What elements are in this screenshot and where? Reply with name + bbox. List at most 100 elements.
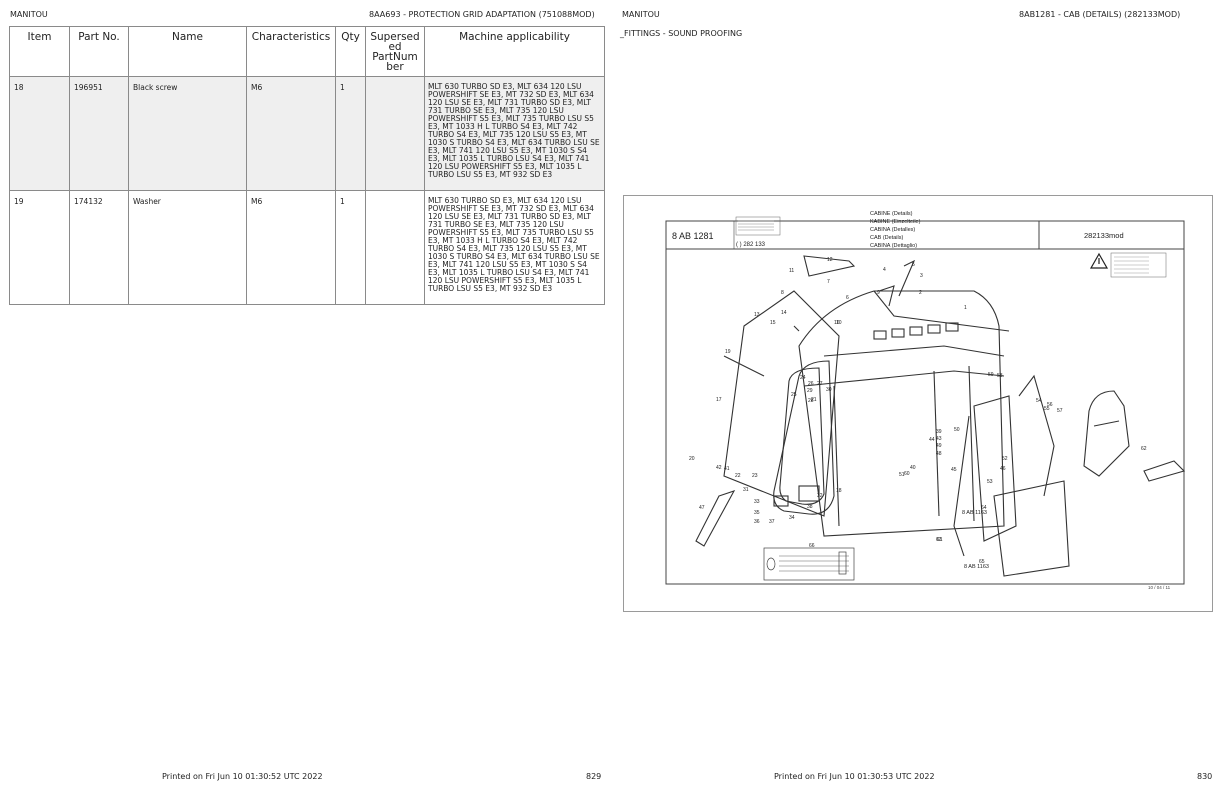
- callout: 11: [789, 268, 794, 274]
- callout: 48: [936, 451, 942, 457]
- callout: 65: [979, 559, 985, 565]
- callout: 21: [811, 397, 817, 403]
- diagram-ref: ( ) 282 133: [736, 242, 766, 248]
- callout: 3: [920, 273, 923, 279]
- right-brand: MANITOU: [622, 10, 660, 19]
- callout: 63: [936, 537, 942, 543]
- left-printed-date: Printed on Fri Jun 10 01:30:52 UTC 2022: [162, 772, 323, 781]
- callout: 49: [936, 443, 942, 449]
- callout: 34: [789, 515, 795, 521]
- callout: 7: [827, 279, 830, 285]
- cell-item: 18: [9, 76, 70, 191]
- callout: 41: [724, 466, 730, 472]
- callout: 60: [904, 471, 910, 477]
- callout: 44: [929, 437, 935, 443]
- callout-numbers: 1 2 3 4 5 6 7 8 9 10 11 12 13 14 15 16 1…: [689, 257, 1147, 565]
- callout: 51: [899, 472, 905, 478]
- cell-item: 19: [9, 190, 70, 305]
- diagram-title-1: KABINE (Einzelteile): [870, 219, 921, 225]
- left-page-number: 829: [586, 772, 602, 781]
- col-header-superseded: Supersed ed PartNum ber: [365, 26, 425, 77]
- diagram-code: 8 AB 1281: [672, 231, 714, 241]
- cell-part-no: 174132: [69, 190, 129, 305]
- callout: 8: [781, 290, 784, 296]
- cell-qty: 1: [335, 76, 366, 191]
- callout: 38: [807, 504, 813, 510]
- callout: 37: [769, 519, 775, 525]
- callout: 66: [809, 543, 815, 549]
- callout: 17: [716, 397, 722, 403]
- callout: 29: [807, 388, 813, 394]
- callout: 23: [752, 473, 758, 479]
- diagram-title-3: CAB (Details): [870, 235, 903, 241]
- diagram-languages-box: [735, 216, 781, 236]
- callout: 47: [699, 505, 705, 511]
- callout: 1: [964, 305, 967, 311]
- callout: 9: [877, 290, 880, 296]
- col-header-item: Item: [9, 26, 70, 77]
- callout: 61: [937, 537, 943, 543]
- cross-reference-2: 8 AB 1163: [964, 564, 989, 570]
- callout: 39: [936, 429, 942, 435]
- callout: 43: [936, 436, 942, 442]
- cell-applicability: MLT 630 TURBO SD E3, MLT 634 120 LSU POW…: [424, 76, 605, 191]
- cell-superseded: [365, 190, 425, 305]
- callout: 10: [836, 320, 842, 326]
- right-section-title: 8AB1281 - CAB (DETAILS) (282133MOD): [1019, 10, 1181, 19]
- cross-reference-1: 8 AB 1163: [962, 510, 987, 516]
- callout: 57: [1057, 408, 1063, 414]
- right-printed-date: Printed on Fri Jun 10 01:30:53 UTC 2022: [774, 772, 935, 781]
- right-subtitle: _FITTINGS - SOUND PROOFING: [620, 29, 743, 38]
- diagram-date: 10 / 04 / 11: [1148, 585, 1171, 590]
- col-header-characteristics: Characteristics: [246, 26, 336, 77]
- callout: 31: [743, 487, 749, 493]
- callout: 40: [910, 465, 916, 471]
- diagram-title-4: CABINA (Dettaglio): [870, 243, 917, 249]
- left-brand: MANITOU: [10, 10, 48, 19]
- col-header-name: Name: [128, 26, 247, 77]
- callout: 18: [836, 488, 842, 494]
- right-page-number: 830: [1197, 772, 1213, 781]
- callout: 15: [770, 320, 776, 326]
- callout: 19: [725, 349, 731, 355]
- col-header-applicability: Machine applicability: [424, 26, 605, 77]
- parts-table: Item Part No. Name Characteristics Qty S…: [9, 26, 605, 305]
- callout: 45: [951, 467, 957, 473]
- callout: 5: [912, 262, 915, 268]
- cleaning-notice: [763, 547, 855, 581]
- cell-superseded: [365, 76, 425, 191]
- callout: 27: [817, 381, 823, 387]
- callout: 25: [791, 392, 797, 398]
- callout: 54: [1036, 398, 1042, 404]
- table-row: 18 196951 Black screw M6 1 MLT 630 TURBO…: [9, 76, 605, 191]
- callout: 2: [919, 290, 922, 296]
- callout: 32: [817, 493, 823, 499]
- callout: 28: [808, 398, 814, 404]
- cell-qty: 1: [335, 190, 366, 305]
- callout: 14: [781, 310, 787, 316]
- cell-characteristics: M6: [246, 76, 336, 191]
- table-row: 19 174132 Washer M6 1 MLT 630 TURBO SD E…: [9, 190, 605, 305]
- warning-icon: [1089, 252, 1167, 278]
- diagram-title-block: [665, 220, 1185, 585]
- callout: 42: [716, 465, 722, 471]
- callout: 16: [834, 320, 840, 326]
- col-header-part-no: Part No.: [69, 26, 129, 77]
- cell-applicability: MLT 630 TURBO SD E3, MLT 634 120 LSU POW…: [424, 190, 605, 305]
- callout: 35: [754, 510, 760, 516]
- cell-characteristics: M6: [246, 190, 336, 305]
- col-header-qty: Qty: [335, 26, 366, 77]
- cell-name: Washer: [128, 190, 247, 305]
- callout: 33: [754, 499, 760, 505]
- callout: 22: [735, 473, 741, 479]
- callout: 53: [987, 479, 993, 485]
- cell-part-no: 196951: [69, 76, 129, 191]
- callout: 13: [754, 312, 760, 318]
- callout: 58: [997, 373, 1003, 379]
- callout: 55: [1044, 406, 1050, 412]
- callout: 56: [1047, 402, 1053, 408]
- callout: 30: [826, 387, 832, 393]
- callout: 59: [988, 372, 994, 378]
- callout: 26: [808, 381, 814, 387]
- callout: 52: [1002, 456, 1008, 462]
